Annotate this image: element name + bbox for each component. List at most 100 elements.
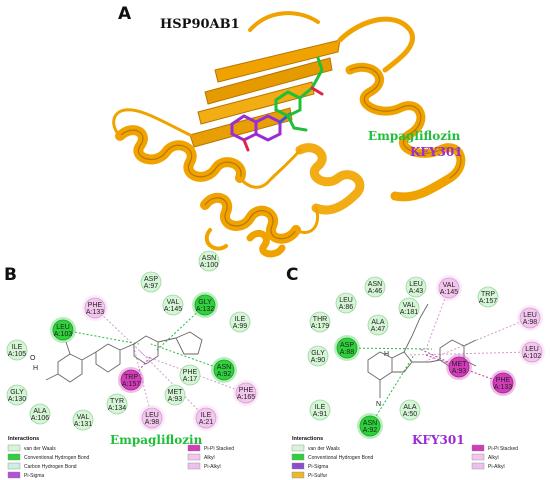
residue-number: A:105 <box>8 351 26 358</box>
residue-circle <box>448 356 470 378</box>
interaction-line <box>150 343 225 371</box>
panel-c-legend-title: Interactions <box>292 436 323 442</box>
empagliflozin-2d-structure <box>45 331 203 383</box>
residue-circle <box>477 286 499 308</box>
residue-name: ILE <box>201 412 212 419</box>
interaction-line <box>425 317 531 362</box>
interaction-line <box>132 343 153 419</box>
panel-a: A HSP90AB1 <box>112 4 466 258</box>
residue-name: ASN <box>202 255 216 262</box>
residue-name: LEU <box>56 324 70 331</box>
legend-label: Pi-Sulfur <box>308 473 328 479</box>
residue-name: TRP <box>124 374 138 381</box>
residue-number: A:92 <box>217 371 232 378</box>
legend-swatch <box>471 444 485 452</box>
residue-number: A:100 <box>200 262 218 269</box>
ligand-label-empagliflozin: Empagliflozin <box>368 129 461 143</box>
legend-swatch <box>471 462 485 470</box>
residue-circle <box>492 372 514 394</box>
residue-number: A:133 <box>86 309 104 316</box>
residue-number: A:134 <box>108 405 126 412</box>
legend-swatch <box>291 462 305 470</box>
residue-circle <box>6 384 28 406</box>
residue-number: A:93 <box>452 368 467 375</box>
residue-name: ASP <box>144 276 158 283</box>
panel-b-letter: B <box>4 265 17 285</box>
residue-name: ILE <box>315 404 326 411</box>
residue-circle <box>335 292 357 314</box>
legend-label: Conventional Hydrogen Bond <box>308 455 374 461</box>
residue-circle <box>6 339 28 361</box>
residue-number: A:93 <box>168 396 183 403</box>
residue-circle <box>29 403 51 425</box>
residue-name: ASP <box>340 342 354 349</box>
panel-b-legend-title: Interactions <box>8 436 39 442</box>
residue-number: A:97 <box>144 283 159 290</box>
residue-number: A:102 <box>523 353 541 360</box>
residue-circle <box>198 250 220 272</box>
interaction-line <box>94 307 146 357</box>
residue-circle <box>336 337 358 359</box>
residue-name: TYR <box>110 398 124 405</box>
residue-number: A:157 <box>122 381 140 388</box>
legend-swatch <box>7 444 21 452</box>
residue-circle <box>521 341 543 363</box>
interaction-line <box>369 354 415 427</box>
residue-circle <box>195 407 217 429</box>
panel-c-ligand-name: KFY301 <box>412 433 465 447</box>
residue-circle <box>164 384 186 406</box>
c-h-label: H <box>384 351 389 358</box>
panel-b-ligand-name: Empagliflozin <box>110 433 203 447</box>
interaction-line <box>156 304 206 351</box>
residue-circle <box>307 345 329 367</box>
protein-name: HSP90AB1 <box>160 17 240 32</box>
residue-number: A:145 <box>440 289 458 296</box>
residue-name: PHE <box>183 369 198 376</box>
residue-number: A:131 <box>74 421 92 428</box>
residue-circle <box>364 276 386 298</box>
residue-circle <box>398 297 420 319</box>
legend-label: Alkyl <box>204 455 215 461</box>
residue-number: A:99 <box>233 323 248 330</box>
legend-label: Pi-Sigma <box>308 464 329 470</box>
ligand-label-kfy301: KFY301 <box>410 145 463 159</box>
legend-swatch <box>471 453 485 461</box>
residue-number: A:132 <box>196 306 214 313</box>
residue-name: ASN <box>363 420 377 427</box>
h-label: H <box>33 365 38 372</box>
residue-name: GLY <box>10 389 24 396</box>
residue-number: A:179 <box>311 323 329 330</box>
legend-label: Alkyl <box>488 455 499 461</box>
residue-number: A:50 <box>403 411 418 418</box>
residue-name: VAL <box>77 414 90 421</box>
panel-b: B O H ASPA:97ASNA:100PHEA:133VALA:145GLY… <box>4 250 259 479</box>
residue-circle <box>194 294 216 316</box>
residue-name: MET <box>168 389 184 396</box>
residue-name: GLY <box>311 350 325 357</box>
residue-name: LEU <box>409 281 423 288</box>
panel-c-letter: C <box>286 265 298 285</box>
residue-name: ALA <box>33 408 47 415</box>
residue-name: ILE <box>235 316 246 323</box>
residue-number: A:91 <box>313 411 328 418</box>
